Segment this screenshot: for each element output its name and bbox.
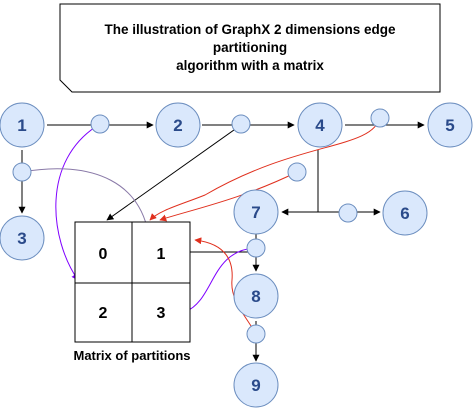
purple-curve-to-partition2 — [55, 123, 101, 281]
red-curve-6-to-partition1 — [159, 171, 298, 222]
partition-label-2: 2 — [99, 305, 108, 322]
vertex-4: 4 — [297, 102, 343, 148]
partition-label-3: 3 — [157, 305, 166, 322]
graph-vertices: 1 2 3 4 5 6 7 8 — [0, 102, 473, 408]
vertex-7-label: 7 — [251, 203, 260, 222]
edge-midpoint-1-2 — [90, 114, 110, 134]
red-curve-8-to-partition1 — [194, 237, 257, 335]
edge-midpoint-4-7 — [287, 162, 307, 182]
vertex-5: 5 — [427, 102, 473, 148]
matrix-caption: Matrix of partitions — [73, 348, 190, 363]
vertex-9: 9 — [233, 362, 279, 408]
vertex-6: 6 — [382, 190, 428, 236]
vertex-1-label: 1 — [17, 116, 26, 135]
vertex-8-label: 8 — [251, 287, 260, 306]
title-line-1: The illustration of GraphX 2 dimensions … — [104, 22, 396, 37]
edge-midpoint-4-5 — [370, 108, 390, 128]
partition-label-0: 0 — [99, 246, 108, 263]
partition-cell-2 — [74, 282, 133, 343]
title-line-3: algorithm with a matrix — [176, 58, 324, 73]
edge-2-partition0 — [106, 124, 242, 221]
vertex-8: 8 — [233, 273, 279, 319]
edge-midpoint-markers — [12, 108, 390, 344]
edge-midpoint-2-4 — [231, 114, 251, 134]
partition-cell-3 — [131, 282, 191, 343]
vertex-2-label: 2 — [173, 116, 182, 135]
vertex-1: 1 — [0, 102, 45, 148]
edge-4-6 — [317, 150, 381, 216]
title-box: The illustration of GraphX 2 dimensions … — [59, 3, 441, 93]
edge-midpoint-1-3 — [12, 162, 32, 182]
vertex-2: 2 — [155, 102, 201, 148]
vertex-9-label: 9 — [251, 376, 260, 395]
edge-midpoint-8-9 — [246, 324, 266, 344]
partition-matrix: 0 1 2 3 Matrix of partitions — [73, 221, 191, 363]
vertex-4-label: 4 — [315, 116, 325, 135]
edge-midpoint-7-8 — [246, 238, 266, 258]
vertex-5-label: 5 — [445, 116, 454, 135]
vertex-3-label: 3 — [17, 229, 26, 248]
vertex-7: 7 — [233, 189, 279, 235]
red-curve-4-to-partition1 — [149, 117, 381, 221]
title-line-2: partitioning — [213, 40, 287, 55]
vertex-6-label: 6 — [400, 204, 409, 223]
partition-label-1: 1 — [157, 246, 166, 263]
vertex-3: 3 — [0, 215, 45, 261]
edge-midpoint-4-6 — [338, 203, 358, 223]
graph-edges — [18, 121, 425, 362]
